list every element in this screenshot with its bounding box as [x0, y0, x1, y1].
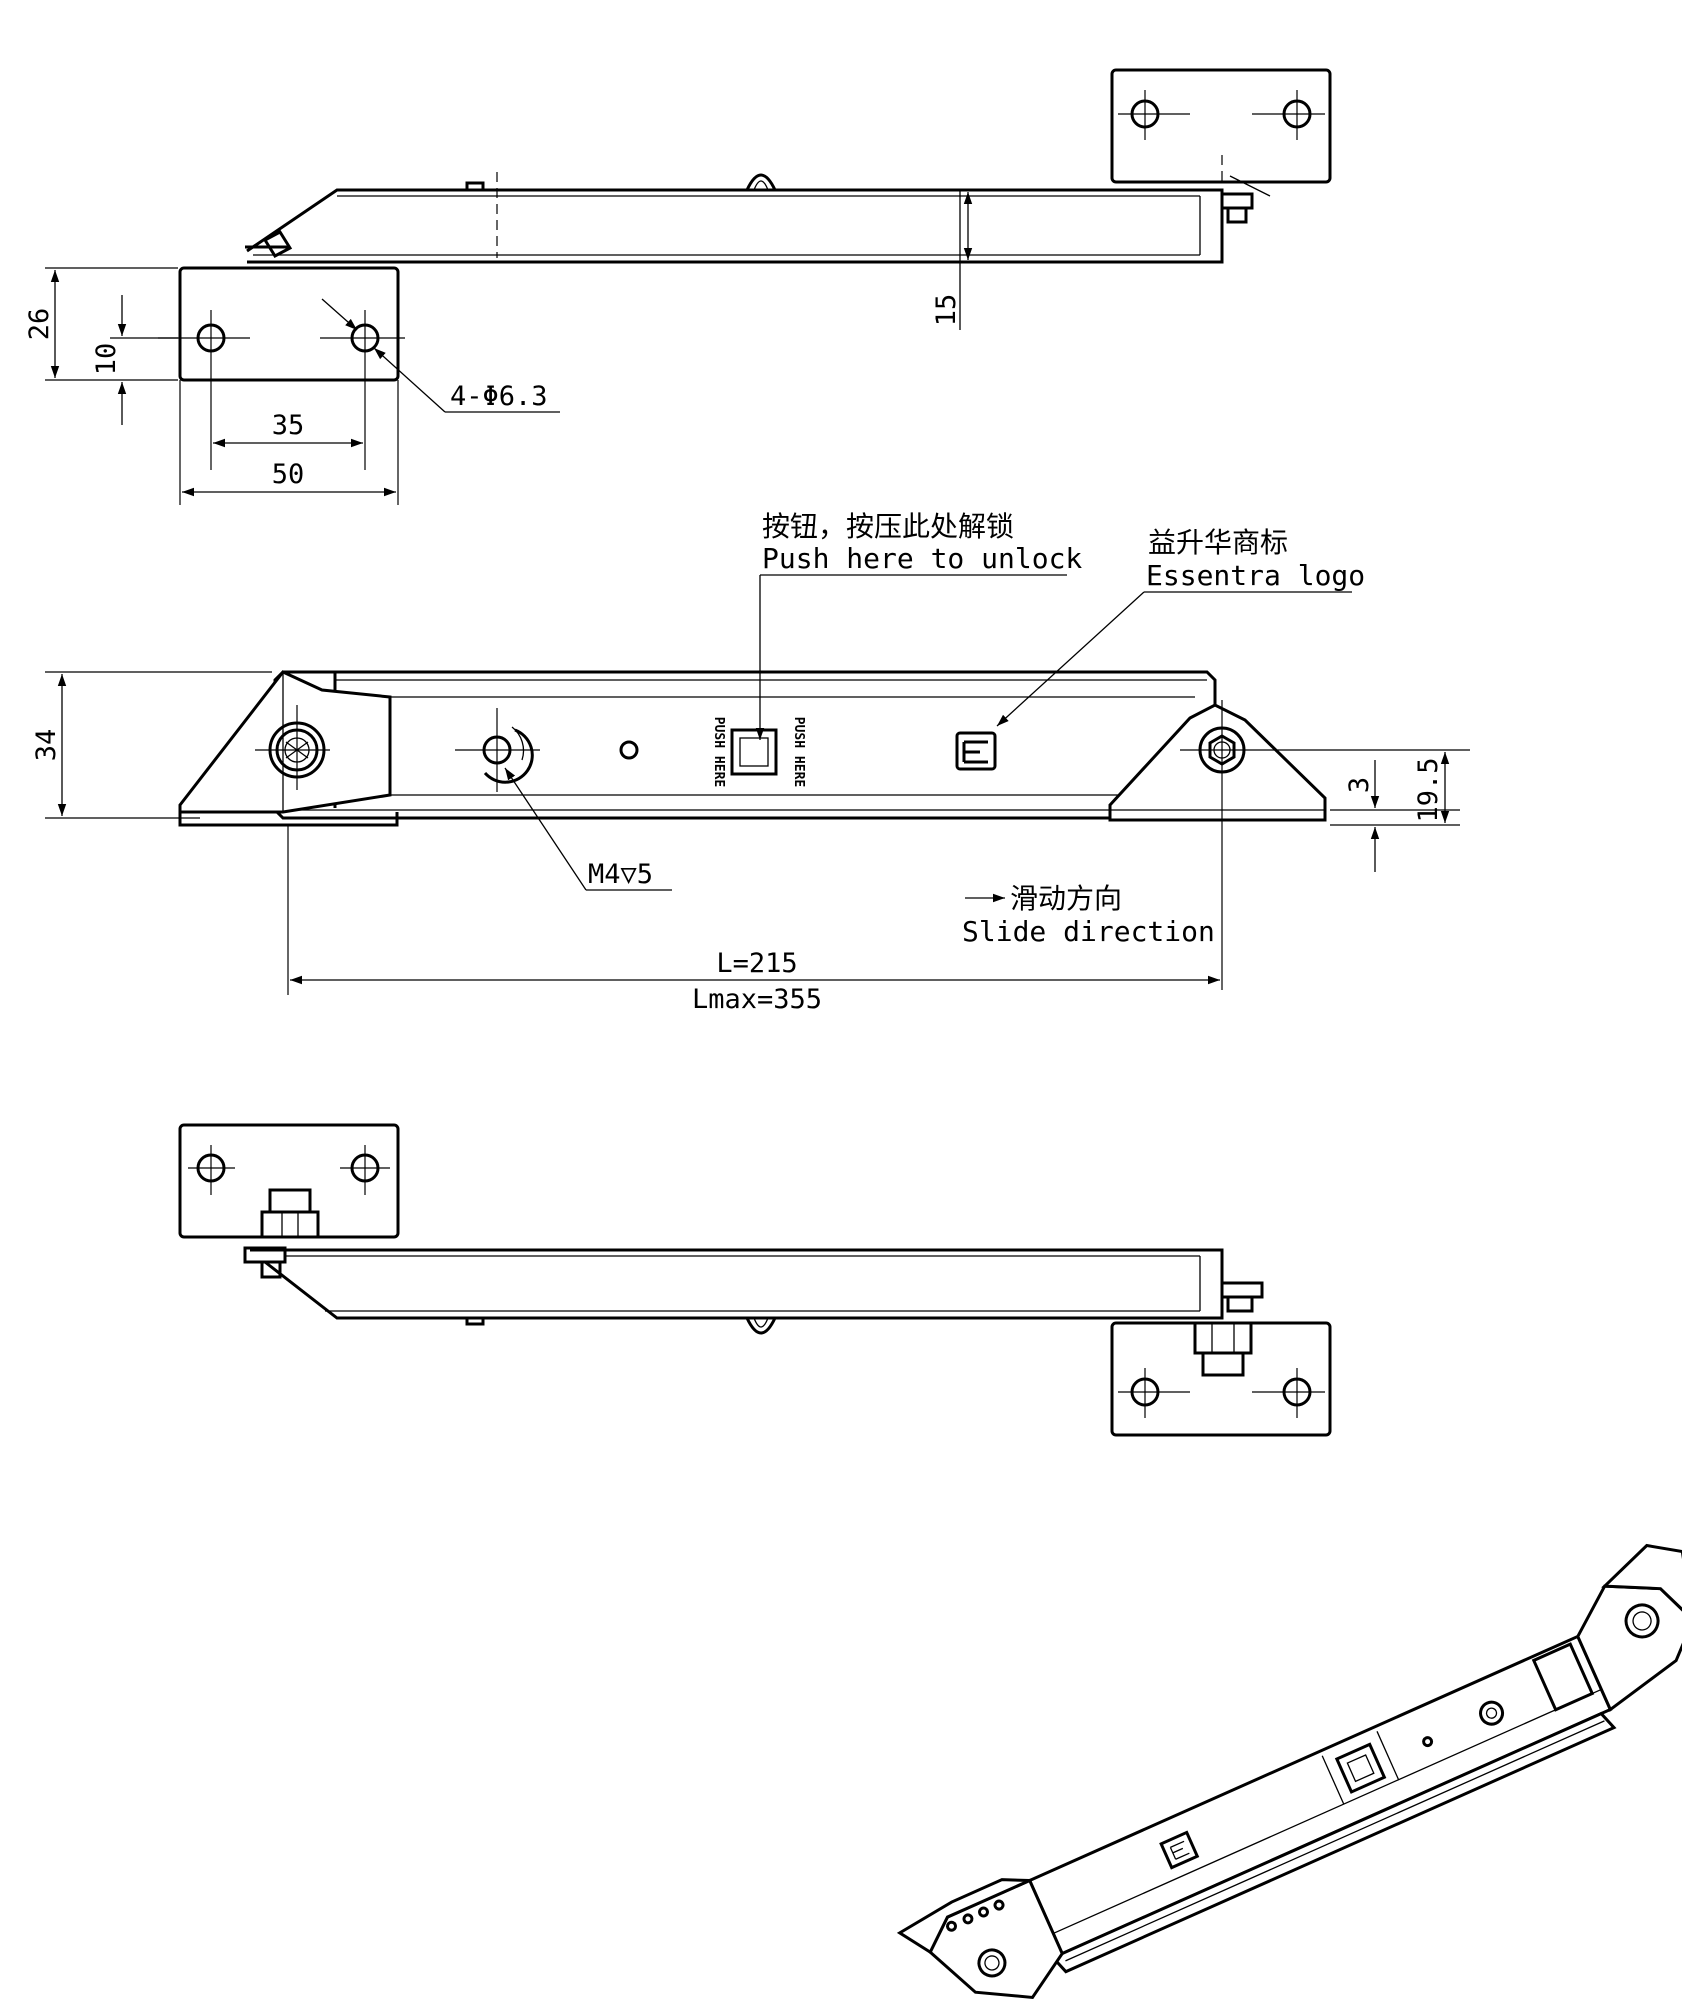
bottom-view — [178, 1123, 1332, 1437]
top-right-mounting-plate — [1110, 68, 1332, 184]
iso-logo-icon — [1159, 1830, 1200, 1870]
dim-10: 10 — [91, 343, 122, 376]
logo-label-en: Essentra logo — [1146, 559, 1365, 592]
top-arm — [246, 188, 1224, 264]
dim-19-5: 19.5 — [1413, 757, 1444, 822]
dim-50: 50 — [272, 459, 305, 490]
iso-rail — [1027, 1634, 1613, 1956]
hole-callout: 4-Φ6.3 — [450, 381, 548, 412]
push-button[interactable] — [730, 728, 778, 776]
push-label-cn: 按钮，按压此处解锁 — [762, 510, 1014, 543]
bottom-arm — [250, 1248, 1224, 1320]
length-max: Lmax=355 — [692, 984, 822, 1015]
push-print-right: PUSH HERE — [791, 717, 806, 787]
logo-label-cn: 益升华商标 — [1148, 526, 1288, 559]
body-outline — [273, 670, 1217, 820]
isometric-view — [896, 1543, 1682, 2000]
front-view: PUSH HERE PUSH HERE 34 3 19.5 按钮，按压此处解锁 … — [31, 510, 1470, 1015]
top-left-mounting-plate — [178, 266, 400, 382]
dim-15: 15 — [931, 294, 962, 327]
essentra-logo-icon — [955, 731, 997, 771]
push-print-left: PUSH HERE — [711, 717, 726, 787]
iso-push-button — [1334, 1742, 1387, 1794]
thread-callout: M4▽5 — [588, 859, 653, 890]
dim-3: 3 — [1344, 777, 1375, 793]
dim-35: 35 — [272, 410, 305, 441]
slide-label-en: Slide direction — [962, 915, 1215, 948]
length-closed: L=215 — [716, 948, 797, 979]
small-hole — [619, 740, 639, 760]
left-bracket — [178, 670, 392, 814]
push-label-en: Push here to unlock — [762, 542, 1082, 575]
button-bump — [745, 173, 777, 191]
top-view: 26 10 35 50 4-Φ6.3 15 — [24, 68, 1332, 505]
dim-34: 34 — [31, 729, 62, 762]
slide-label-cn: 滑动方向 — [1010, 882, 1122, 915]
dim-26: 26 — [24, 308, 55, 341]
